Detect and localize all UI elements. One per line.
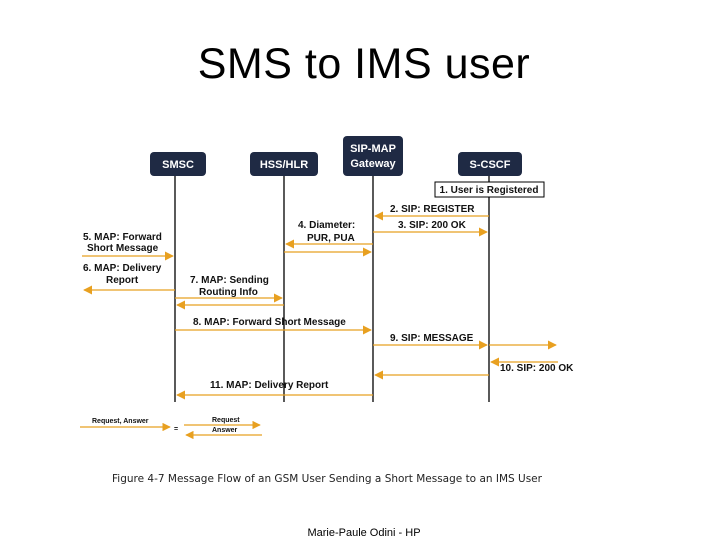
- label-sip-register: 2. SIP: REGISTER: [390, 204, 475, 215]
- hss-label: HSS/HLR: [260, 159, 308, 171]
- label-map-forward-5-line2: Short Message: [87, 243, 159, 254]
- label-sip-200-ok-3: 3. SIP: 200 OK: [398, 220, 467, 231]
- registered-note: 1. User is Registered: [434, 181, 545, 198]
- figure-caption: Figure 4-7 Message Flow of an GSM User S…: [112, 473, 543, 485]
- gateway-label-line1: SIP-MAP: [350, 143, 396, 155]
- label-sri-line1: 7. MAP: Sending: [190, 275, 269, 286]
- footer-author: Marie-Paule Odini - HP: [307, 527, 421, 539]
- gateway-label-line2: Gateway: [350, 158, 396, 170]
- label-map-delivery-6-line1: 6. MAP: Delivery: [83, 263, 162, 274]
- label-map-forward-5-line1: 5. MAP: Forward: [83, 232, 162, 243]
- cscf-label: S-CSCF: [470, 159, 511, 171]
- legend-separator: =: [174, 426, 178, 433]
- label-diameter-line2: PUR, PUA: [307, 233, 355, 244]
- cscf-entity: S-CSCF: [458, 152, 522, 176]
- legend-answer: Answer: [212, 427, 238, 434]
- gateway-entity: SIP-MAP Gateway: [343, 136, 403, 176]
- label-sip-200-ok-10: 10. SIP: 200 OK: [500, 363, 574, 374]
- hss-entity: HSS/HLR: [250, 152, 318, 176]
- sequence-diagram: SMSC HSS/HLR SIP-MAP Gateway S-CSCF 1. U…: [80, 136, 574, 485]
- label-diameter-line1: 4. Diameter:: [298, 220, 355, 231]
- label-map-delivery-11: 11. MAP: Delivery Report: [210, 380, 329, 391]
- slide-title: SMS to IMS user: [197, 40, 531, 88]
- registered-note-text: 1. User is Registered: [440, 185, 539, 196]
- legend: Request, Answer = Request Answer: [80, 417, 262, 440]
- smsc-label: SMSC: [162, 159, 194, 171]
- legend-request: Request: [212, 417, 240, 424]
- smsc-entity: SMSC: [150, 152, 206, 176]
- label-sip-message: 9. SIP: MESSAGE: [390, 333, 474, 344]
- label-sri-line2: Routing Info: [199, 287, 258, 298]
- label-map-delivery-6-line2: Report: [106, 275, 139, 286]
- legend-request-answer: Request, Answer: [92, 418, 149, 425]
- label-map-forward-8: 8. MAP: Forward Short Message: [193, 317, 346, 328]
